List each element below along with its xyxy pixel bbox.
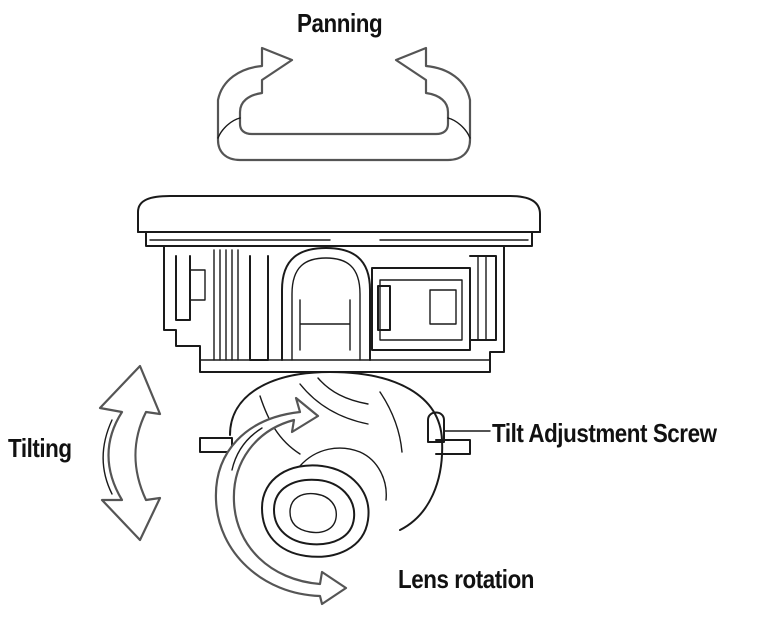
panning-label: Panning [297,8,383,38]
tilting-label: Tilting [8,433,72,463]
lens-rotation-arrow [214,396,348,606]
camera-chassis [163,245,505,373]
tilt-adjustment-screw-label: Tilt Adjustment Screw [492,418,717,448]
camera-cover [137,195,541,247]
lens-rotation-label: Lens rotation [398,564,535,594]
camera-dome [199,371,491,558]
panning-arrow [216,46,472,162]
tilting-arrow [98,364,162,542]
